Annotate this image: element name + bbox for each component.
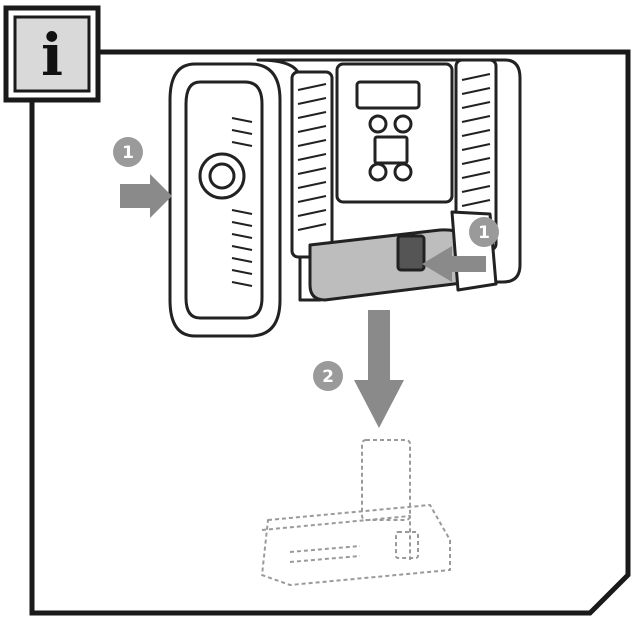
press-arrow-left <box>120 174 172 218</box>
info-icon: i <box>41 21 63 89</box>
press-arrow-right <box>422 246 486 282</box>
step-2-label: 2 <box>322 367 334 387</box>
remove-arrow-down <box>354 310 404 428</box>
illustration-frame <box>29 49 631 616</box>
info-badge: i <box>3 5 101 103</box>
step-1-right-badge: 1 <box>469 217 499 247</box>
step-1-left-badge: 1 <box>113 137 143 167</box>
step-2-badge: 2 <box>313 361 343 391</box>
step-1-right-label: 1 <box>478 223 490 243</box>
lamp-slats <box>231 117 253 287</box>
step-1-left-label: 1 <box>122 143 134 163</box>
lamp-head <box>168 62 282 338</box>
battery-pack <box>261 439 451 586</box>
